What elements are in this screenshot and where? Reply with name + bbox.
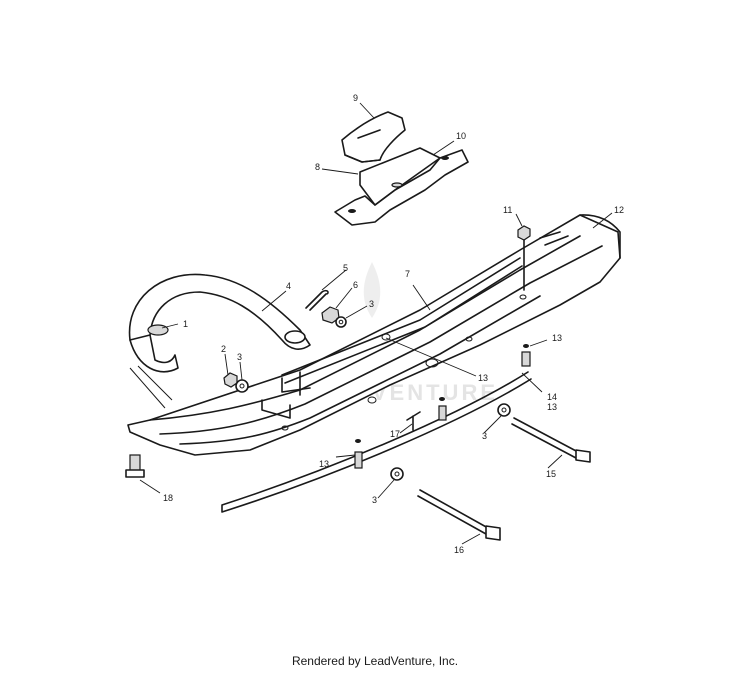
callout-16: 16 [454, 545, 464, 555]
callout-11: 11 [503, 205, 512, 215]
callout-13: 13 [547, 402, 557, 412]
callout-labels: 1 2 3 3 3 3 4 5 6 7 8 9 10 11 12 13 13 1… [163, 93, 624, 555]
ski-saddle [341, 111, 406, 163]
callout-18: 18 [163, 493, 173, 503]
ski-loop [128, 273, 311, 409]
hardware-nut-washers [223, 306, 511, 481]
footer-credit: Rendered by LeadVenture, Inc. [291, 654, 459, 668]
callout-3: 3 [369, 299, 374, 309]
callout-7: 7 [405, 269, 410, 279]
mounting-plate [334, 147, 469, 226]
callout-3: 3 [482, 431, 487, 441]
callout-8: 8 [315, 162, 320, 172]
callout-17: 17 [390, 429, 400, 439]
callout-9: 9 [353, 93, 358, 103]
ski-body [127, 214, 621, 456]
spindle-bracket [281, 257, 523, 396]
carbide-studs [354, 344, 531, 469]
callout-13: 13 [552, 333, 562, 343]
callout-12: 12 [614, 205, 624, 215]
callout-10: 10 [456, 131, 466, 141]
callout-3: 3 [372, 495, 377, 505]
nut-11 [517, 225, 531, 241]
callout-13: 13 [319, 459, 329, 469]
callout-2: 2 [221, 344, 226, 354]
leader-lines [139, 102, 613, 545]
callout-4: 4 [286, 281, 291, 291]
callout-13: 13 [478, 373, 488, 383]
callout-3: 3 [237, 352, 242, 362]
bolts [125, 417, 591, 541]
wear-bar [221, 371, 532, 513]
callout-15: 15 [546, 469, 556, 479]
callout-5: 5 [343, 263, 348, 273]
callout-14: 14 [547, 392, 557, 402]
callout-1: 1 [183, 319, 188, 329]
callout-6: 6 [353, 280, 358, 290]
cotter-pin [305, 289, 329, 311]
pin-17 [406, 411, 421, 431]
